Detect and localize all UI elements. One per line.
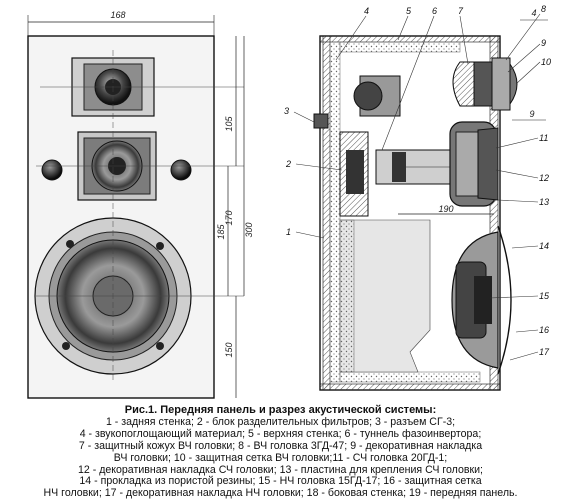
- callout-15: 15: [539, 291, 550, 301]
- callout-11: 11: [539, 133, 548, 143]
- caption-line: 7 - защитный кожух ВЧ головки; 8 - ВЧ го…: [78, 439, 483, 452]
- caption-line: НЧ головки; 17 - декоративная накладка Н…: [43, 487, 518, 500]
- caption-line: 4 - звукопоглощающий материал; 5 - верхн…: [79, 427, 482, 440]
- caption-line: 12 - декоративная накладка СЧ головки; 1…: [78, 463, 483, 476]
- callout-10: 10: [541, 57, 551, 67]
- callout-14: 14: [539, 241, 549, 251]
- callout-6: 6: [432, 6, 437, 16]
- dim-top-right: 4: [531, 8, 536, 18]
- callout-7: 7: [458, 6, 464, 16]
- port-left: [41, 159, 63, 181]
- callout-9: 9: [541, 38, 546, 48]
- callout-1: 1: [286, 227, 291, 237]
- caption-line: ВЧ головки; 10 - защитная сетка ВЧ голов…: [113, 451, 448, 464]
- callout-5: 5: [406, 6, 412, 16]
- callout-labels: [293, 13, 541, 361]
- port-right: [170, 159, 192, 181]
- cross-section: 190 4 9: [313, 8, 548, 391]
- figure-caption: Рис.1. Передняя панель и разрез акустиче…: [0, 404, 561, 504]
- dim-depth: 190: [438, 204, 453, 214]
- callout-8: 8: [541, 4, 546, 14]
- callout-16: 16: [539, 325, 549, 335]
- dim-woofer-top: 300: [244, 222, 254, 237]
- callout-12: 12: [539, 173, 549, 183]
- callout-17: 17: [539, 347, 550, 357]
- callout-13: 13: [539, 197, 549, 207]
- dim-mid-woofer: 185: [216, 224, 226, 240]
- dim-width: 168: [110, 10, 125, 20]
- caption-title: Рис.1. Передняя панель и разрез акустиче…: [124, 404, 437, 416]
- callout-2: 2: [285, 159, 291, 169]
- caption-line: 14 - прокладка из пористой резины; 15 - …: [79, 475, 482, 488]
- callout-4: 4: [364, 6, 369, 16]
- dim-tweeter: 105: [224, 116, 234, 132]
- dim-woofer-bottom: 150: [224, 342, 234, 357]
- callout-3: 3: [284, 106, 289, 116]
- dim-small-right: 9: [529, 109, 534, 119]
- speaker-diagram: 168: [27, 4, 551, 399]
- dim-mid: 170: [224, 210, 234, 225]
- front-panel: 168: [27, 10, 254, 399]
- caption-line: 1 - задняя стенка; 2 - блок разделительн…: [105, 415, 456, 428]
